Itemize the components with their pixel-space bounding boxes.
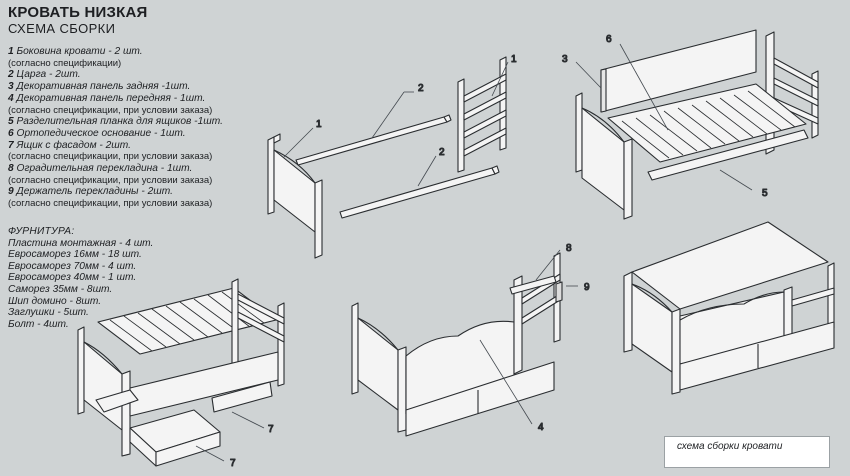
- legend-name: Декоративная панель задняя -1шт.: [16, 81, 191, 93]
- legend-number: 8: [8, 163, 14, 175]
- hardware-list: ФУРНИТУРА: Пластина монтажная - 4 шт.Евр…: [8, 226, 208, 330]
- legend-name: Разделительная планка для ящиков -1шт.: [16, 116, 223, 128]
- step1-exploded-parts: [267, 56, 507, 259]
- hardware-item: Заглушки - 5шт.: [8, 307, 89, 319]
- legend-note: (согласно спецификации, при условии зака…: [8, 104, 213, 116]
- rail-lower: [339, 167, 496, 219]
- legend-item: 8 Оградительная перекладина - 1шт.: [8, 163, 234, 175]
- bar-holder: [555, 281, 563, 303]
- hardware-title: ФУРНИТУРА:: [8, 226, 75, 237]
- side-panel-left: [267, 133, 323, 259]
- legend-number: 1: [8, 46, 14, 57]
- legend-name: Ящик с фасадом - 2шт.: [16, 139, 131, 151]
- legend-name: Декоративная панель передняя - 1шт.: [16, 92, 206, 104]
- step5-finished-bed: [623, 221, 835, 395]
- hardware-item: Пластина монтажная - 4 шт.: [8, 237, 154, 249]
- callout-5: 5: [762, 188, 768, 199]
- callout-2b: 2: [439, 147, 445, 158]
- legend-note: (согласно спецификации, при условии зака…: [8, 198, 213, 210]
- legend-note: (согласно спецификации): [8, 57, 122, 69]
- step2-frame-with-base: [575, 29, 819, 220]
- legend-item: 4 Декоративная панель передняя - 1шт.: [8, 93, 234, 105]
- step4-bed-with-front-panel: [351, 252, 563, 437]
- hardware-item: Евросаморез 70мм - 4 шт.: [8, 260, 137, 272]
- legend-number: 5: [8, 116, 14, 128]
- legend-number: 6: [8, 127, 14, 139]
- callout-3: 3: [562, 54, 568, 65]
- legend-name: Держатель перекладины - 2шт.: [16, 186, 173, 198]
- legend-name: Боковина кровати - 2 шт.: [16, 46, 143, 57]
- legend-name: Ортопедическое основание - 1шт.: [16, 127, 186, 139]
- legend-number: 9: [8, 186, 14, 198]
- orthopedic-base: [607, 83, 807, 163]
- page-subtitle: СХЕМА СБОРКИ: [8, 21, 116, 36]
- caption-box: схема сборки кровати: [664, 436, 830, 468]
- callout-7b: 7: [230, 458, 236, 469]
- parts-legend: 1 Боковина кровати - 2 шт.(согласно спец…: [8, 46, 234, 210]
- legend-item: 9 Держатель перекладины - 2шт.: [8, 186, 234, 198]
- callout-1b: 1: [511, 54, 517, 65]
- legend-item: 2 Царга - 2шт.: [8, 69, 234, 81]
- legend-name: Оградительная перекладина - 1шт.: [16, 163, 193, 175]
- callout-9: 9: [584, 282, 590, 293]
- hardware-item: Саморез 35мм - 8шт.: [8, 283, 113, 295]
- divider-plank: [647, 129, 809, 181]
- callout-2a: 2: [418, 83, 424, 94]
- callout-6: 6: [606, 34, 612, 45]
- legend-item: 7 Ящик с фасадом - 2шт.: [8, 140, 234, 152]
- callout-8: 8: [566, 243, 572, 254]
- legend-item: 3 Декоративная панель задняя -1шт.: [8, 81, 234, 93]
- legend-number: 2: [8, 69, 14, 81]
- legend-number: 4: [8, 92, 14, 104]
- legend-note: (согласно спецификации, при условии зака…: [8, 174, 213, 186]
- legend-item: 6 Ортопедическое основание - 1шт.: [8, 128, 234, 140]
- leader-lines: [195, 43, 753, 462]
- hardware-item: Евросаморез 16мм - 18 шт.: [8, 249, 142, 261]
- hardware-items: Пластина монтажная - 4 шт.Евросаморез 16…: [8, 238, 208, 331]
- side-panel-right: [457, 56, 507, 173]
- callout-1a: 1: [316, 119, 322, 130]
- guard-bar: [509, 275, 557, 295]
- step3-bed-with-drawers: [77, 278, 285, 467]
- legend-name: Царга - 2шт.: [16, 69, 81, 81]
- hardware-item: Болт - 4шт.: [8, 318, 69, 330]
- hardware-item: Евросаморез 40мм - 1 шт.: [8, 272, 137, 284]
- legend-item: 5 Разделительная планка для ящиков -1шт.: [8, 116, 234, 128]
- legend-note: (согласно спецификации, при условии зака…: [8, 151, 213, 163]
- hardware-item: Шип домино - 8шт.: [8, 295, 102, 307]
- page-title: КРОВАТЬ НИЗКАЯ: [8, 4, 148, 21]
- callout-4: 4: [538, 422, 544, 433]
- legend-number: 7: [8, 139, 14, 151]
- legend-number: 3: [8, 81, 14, 93]
- legend-item: 1 Боковина кровати - 2 шт.: [8, 46, 234, 58]
- callout-7a: 7: [268, 424, 274, 435]
